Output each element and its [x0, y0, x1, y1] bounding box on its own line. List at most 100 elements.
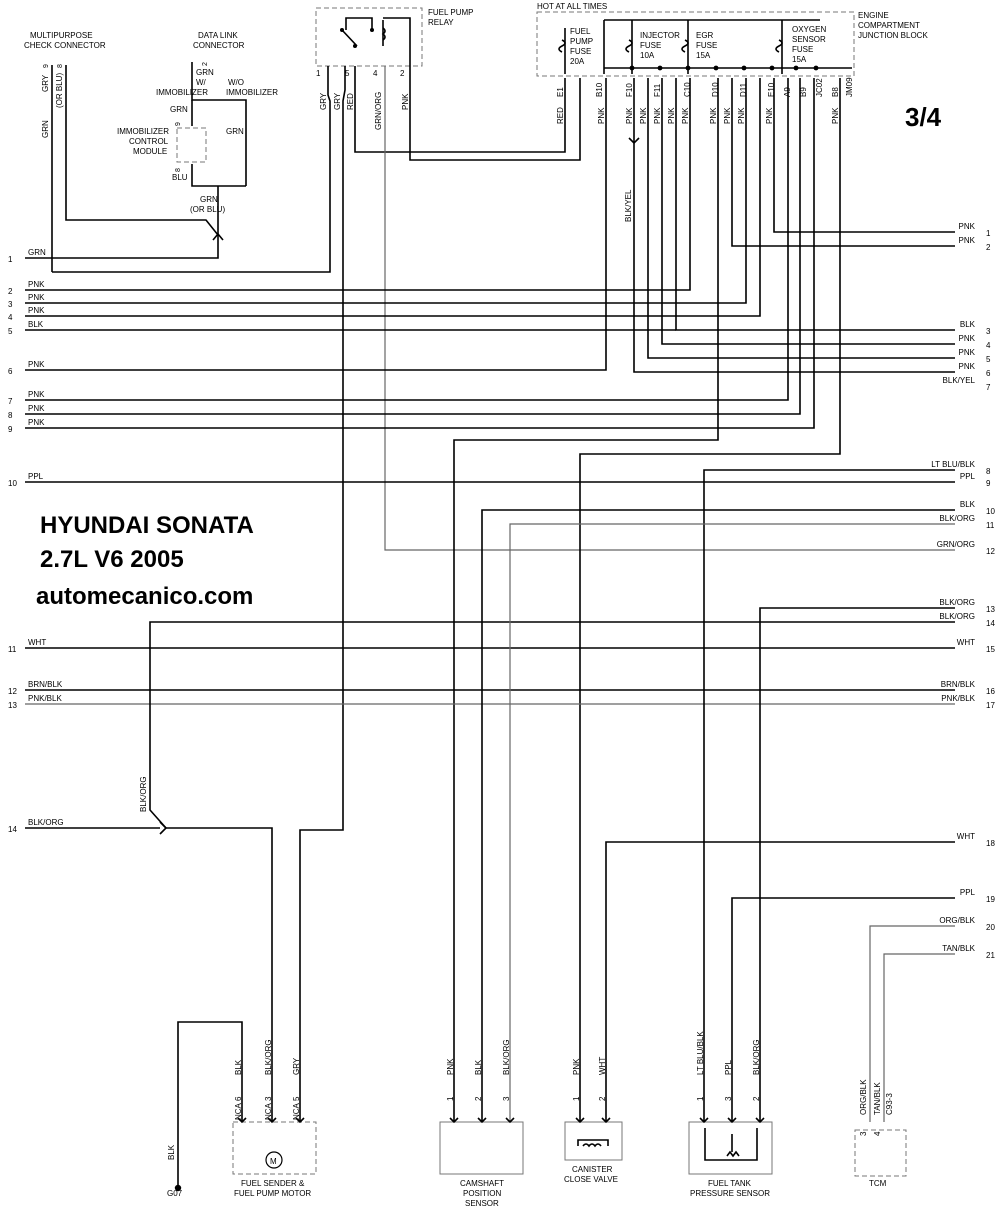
website-label: automecanico.com: [36, 583, 254, 610]
right-pin-number: 11: [986, 521, 995, 530]
right-wire-color: BLK/ORG: [939, 514, 975, 523]
wire-tanblk-21: [883, 953, 955, 1122]
right-pin-number: 1: [986, 229, 991, 238]
right-pin-number: 13: [986, 605, 995, 614]
imm-label-2: CONTROL: [129, 137, 169, 146]
camshaft-name-1: CAMSHAFT: [460, 1179, 504, 1188]
wire-pnk-C10: [25, 78, 691, 291]
junction-pin-b10: B10: [595, 82, 604, 97]
left-connector-labels: 1GRN2PNK3PNK4PNK5BLK6PNK7PNK8PNK9PNK10PP…: [8, 248, 64, 834]
relay-label-2: RELAY: [428, 18, 454, 27]
right-pin-number: 9: [986, 479, 991, 488]
component-pin-number: 3: [724, 1096, 733, 1101]
svg-text:15A: 15A: [696, 51, 711, 60]
component-pin-number: 1: [696, 1096, 705, 1101]
tcm-wire-color: TAN/BLK: [873, 1082, 882, 1115]
component-wire-color: PNK: [446, 1058, 455, 1075]
component-wire-color: LT BLU/BLK: [696, 1031, 705, 1075]
left-wire-color: PNK: [28, 418, 45, 427]
left-wire-color: PNK: [28, 293, 45, 302]
right-wire-color: PPL: [960, 472, 976, 481]
tcm-wire-color: C93-3: [885, 1093, 894, 1115]
right-wire-color: PNK: [959, 222, 976, 231]
tcm-pin-number: 3: [859, 1131, 868, 1136]
datalink-label-2: CONNECTOR: [193, 41, 245, 50]
right-pin-number: 4: [986, 341, 991, 350]
motor-icon: [265, 1151, 283, 1169]
svg-text:FUSE: FUSE: [792, 45, 813, 54]
datalink-label-1: DATA LINK: [198, 31, 238, 40]
right-pin-number: 17: [986, 701, 995, 710]
junction-color-label: PNK: [737, 107, 746, 124]
component-wire-color: BLK/ORG: [752, 1039, 761, 1075]
left-pin-number: 4: [8, 313, 13, 322]
svg-text:PUMP: PUMP: [570, 37, 593, 46]
left-wire-color: PNK/BLK: [28, 694, 62, 703]
svg-text:FUSE: FUSE: [640, 41, 661, 50]
wire-red-relay: [354, 66, 566, 153]
solenoid-icon: [577, 1139, 609, 1148]
junction-color-label: RED: [556, 107, 565, 124]
wire-blk-10: [481, 509, 955, 1122]
component-wire-color: BLK: [474, 1059, 483, 1075]
camshaft-sensor-box: [439, 1121, 524, 1175]
component-nca-label: NCA: [292, 1102, 301, 1120]
right-wire-color: WHT: [957, 638, 975, 647]
junction-color-label: PNK: [831, 107, 840, 124]
imm-grn: GRN: [170, 105, 188, 114]
right-wire-color: PNK: [959, 236, 976, 245]
wire-blkorg-13: [759, 607, 955, 1122]
left-pin-number: 3: [8, 300, 13, 309]
fuel-sender-name-1: FUEL SENDER &: [241, 1179, 305, 1188]
junction-color-label: PNK: [667, 107, 676, 124]
wire-pnk-F11a: [647, 78, 955, 359]
left-wire-color: PNK: [28, 404, 45, 413]
left-wire-color: PNK: [28, 306, 45, 315]
pressure-sensor-icon: [704, 1128, 758, 1161]
canister-valve-box: [564, 1121, 623, 1161]
page-number: 3/4: [905, 102, 942, 132]
junction-pin-b8: B8: [831, 87, 840, 97]
fuse-injector-label: INJECTOR FUSE 10A: [640, 31, 680, 60]
junction-pin-f11: F11: [653, 83, 662, 97]
component-wire-color: BLK/ORG: [502, 1039, 511, 1075]
svg-text:FUSE: FUSE: [570, 47, 591, 56]
canister-name-1: CANISTER: [572, 1165, 613, 1174]
wire-pnk-B10: [25, 78, 607, 371]
wire-pnk-A9: [773, 78, 955, 233]
wire-blkorg-right14: [149, 621, 955, 829]
motor-symbol: M: [270, 1157, 277, 1166]
wire-gry-relay5: [299, 66, 346, 1122]
relay-color-pnk: PNK: [401, 93, 410, 110]
right-pin-number: 6: [986, 369, 991, 378]
svg-text:FUEL: FUEL: [570, 27, 591, 36]
fuel-tank-name-1: FUEL TANK: [708, 1179, 752, 1188]
wire-pnk-D11a: [731, 78, 955, 247]
fuse-egr-label: EGR FUSE 15A: [696, 31, 717, 60]
junction-color-label: PNK: [765, 107, 774, 124]
tcm-name: TCM: [869, 1179, 887, 1188]
left-wire-color: PNK: [28, 280, 45, 289]
right-pin-number: 12: [986, 547, 995, 556]
relay-label-1: FUEL PUMP: [428, 8, 474, 17]
mp-gry: GRY: [41, 74, 50, 92]
left-pin-number: 1: [8, 255, 13, 264]
svg-text:FUSE: FUSE: [696, 41, 717, 50]
wo-imm-2: IMMOBILIZER: [226, 88, 278, 97]
wire-ltblu: [703, 469, 955, 1122]
left-pin-number: 7: [8, 397, 13, 406]
right-wire-color: BRN/BLK: [941, 680, 976, 689]
svg-text:10A: 10A: [640, 51, 655, 60]
component-pin-number: 2: [474, 1096, 483, 1101]
right-wire-color: BLK/ORG: [939, 612, 975, 621]
right-pin-number: 19: [986, 895, 995, 904]
vehicle-title-line2: 2.7L V6 2005: [40, 546, 184, 573]
junction-pin-jc02: JC02: [815, 78, 824, 97]
wire-ppl-19: [731, 897, 955, 1122]
wire-grn-1: [25, 235, 219, 259]
right-wire-color: WHT: [957, 832, 975, 841]
left-pin-number: 12: [8, 687, 17, 696]
